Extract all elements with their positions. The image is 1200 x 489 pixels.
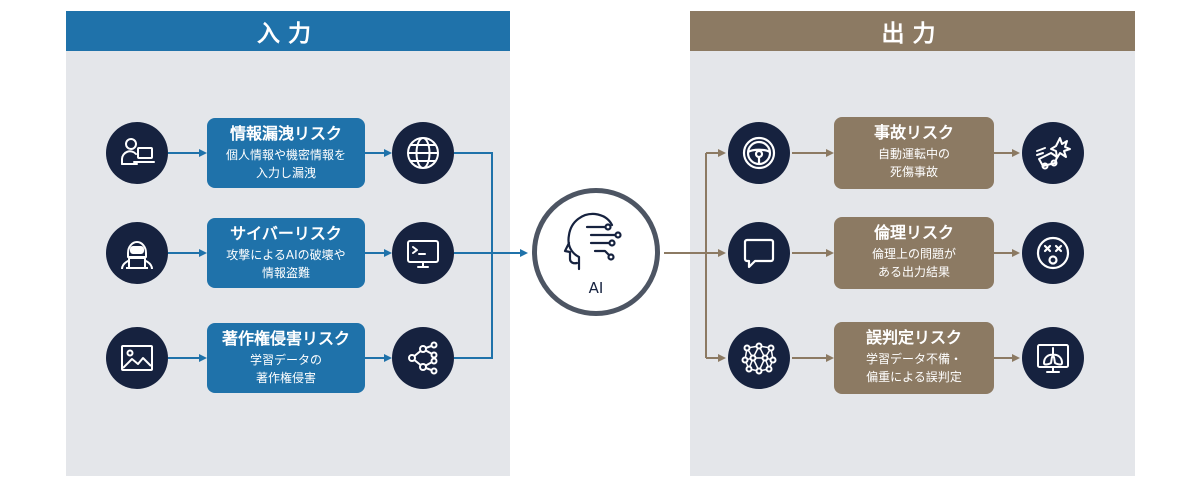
- ai-node: AI: [532, 188, 660, 316]
- output-panel-header: 出力: [690, 11, 1135, 51]
- input-bracket: [454, 152, 493, 359]
- cyber-risk-title: サイバーリスク: [230, 224, 342, 243]
- ai-head-icon: [563, 212, 622, 271]
- image-icon: [106, 327, 168, 389]
- shocked-face-icon: [1022, 222, 1084, 284]
- cyber-risk-line2: 情報盗難: [261, 266, 310, 280]
- steering-wheel-icon: [728, 122, 790, 184]
- cyber-risk-line1: 攻撃によるAIの破壊や: [226, 248, 346, 262]
- copyright-risk-box: 著作権侵害リスク 学習データの 著作権侵害: [207, 323, 365, 393]
- cyber-risk-box: サイバーリスク 攻撃によるAIの破壊や 情報盗難: [207, 218, 365, 288]
- copyright-risk-line1: 学習データの: [249, 353, 322, 367]
- network-share-icon: [392, 327, 454, 389]
- copyright-risk-line2: 著作権侵害: [255, 371, 316, 385]
- info-leak-risk-title: 情報漏洩リスク: [229, 124, 342, 143]
- ethics-risk-line2: ある出力結果: [877, 265, 950, 279]
- info-leak-risk-line2: 入力し漏洩: [255, 166, 316, 180]
- accident-risk-title: 事故リスク: [873, 123, 954, 142]
- accident-risk-box: 事故リスク 自動運転中の 死傷事故: [834, 117, 994, 189]
- ethics-risk-box: 倫理リスク 倫理上の問題が ある出力結果: [834, 217, 994, 289]
- misjudgment-risk-title: 誤判定リスク: [865, 328, 962, 347]
- misjudgment-risk-line1: 学習データ不備・: [865, 352, 962, 366]
- accident-risk-line1: 自動運転中の: [877, 147, 950, 161]
- input-panel-header: 入力: [66, 11, 510, 51]
- person-laptop-icon: [106, 122, 168, 184]
- ethics-risk-line1: 倫理上の問題が: [871, 247, 956, 261]
- speech-bubble-icon: [728, 222, 790, 284]
- terminal-icon: [392, 222, 454, 284]
- car-crash-icon: [1022, 122, 1084, 184]
- misjudgment-risk-line2: 偏重による誤判定: [866, 370, 962, 384]
- info-leak-risk-line1: 個人情報や機密情報を: [225, 148, 346, 162]
- accident-risk-line2: 死傷事故: [889, 165, 938, 179]
- ethics-risk-title: 倫理リスク: [873, 223, 954, 242]
- neural-network-icon: [728, 327, 790, 389]
- hacker-icon: [106, 222, 168, 284]
- misjudgment-risk-box: 誤判定リスク 学習データ不備・ 偏重による誤判定: [834, 322, 994, 394]
- info-leak-risk-box: 情報漏洩リスク 個人情報や機密情報を 入力し漏洩: [207, 118, 365, 188]
- ai-label: AI: [588, 279, 604, 297]
- lung-xray-icon: [1022, 327, 1084, 389]
- globe-icon: [392, 122, 454, 184]
- copyright-risk-title: 著作権侵害リスク: [221, 329, 350, 348]
